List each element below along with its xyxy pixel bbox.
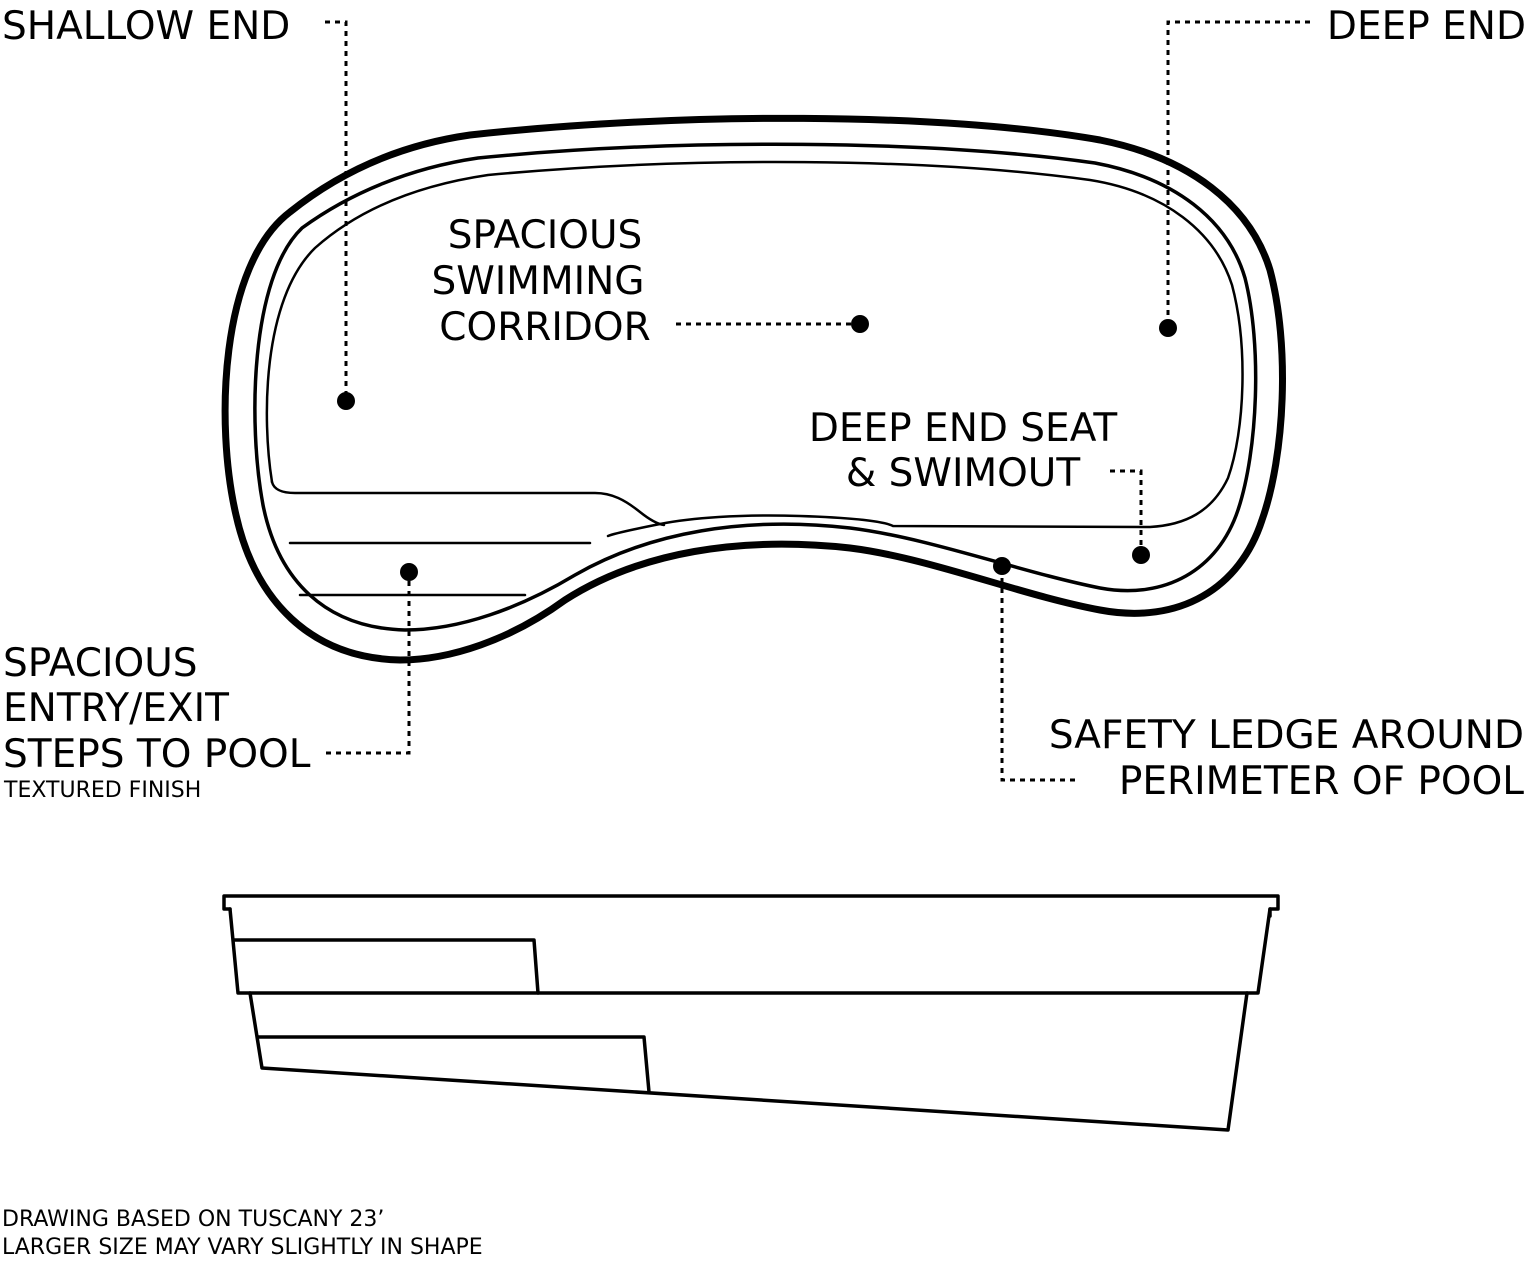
label-entry-line-1: SPACIOUS xyxy=(3,641,198,686)
pool-outer-rim xyxy=(221,114,1286,664)
profile-coping xyxy=(222,894,1280,918)
deep-seat-leader xyxy=(1110,469,1143,553)
label-corridor-line-3: CORRIDOR xyxy=(439,305,650,350)
pool-profile-view xyxy=(222,894,1280,1132)
label-deep-seat-line-2: & SWIMOUT xyxy=(846,451,1081,496)
profile-step-2 xyxy=(256,1035,651,1094)
label-deep-seat-line-1: DEEP END SEAT xyxy=(809,406,1118,451)
pool-inner-rim xyxy=(253,142,1258,632)
label-safety-ledge-line-1: SAFETY LEDGE AROUND xyxy=(1049,713,1524,758)
shallow-end-leader xyxy=(325,20,348,400)
label-corridor-line-1: SPACIOUS xyxy=(448,213,643,258)
label-entry-line-3: STEPS TO POOL xyxy=(3,732,311,777)
entry-step-1 xyxy=(270,480,666,527)
label-deep-end: DEEP END xyxy=(1327,4,1526,49)
label-shallow-end: SHALLOW END xyxy=(2,4,290,49)
corridor-dot xyxy=(851,315,869,333)
safety-ledge-line xyxy=(265,160,1244,538)
shallow-end-dot xyxy=(337,392,355,410)
entry-steps-leader xyxy=(326,574,411,755)
profile-step-1 xyxy=(232,938,540,995)
label-entry-line-2: ENTRY/EXIT xyxy=(3,686,229,731)
entry-steps-dot xyxy=(400,563,418,581)
callouts xyxy=(325,20,1310,782)
deep-end-leader xyxy=(1166,20,1310,326)
deep-end-dot xyxy=(1159,319,1177,337)
deep-seat-dot xyxy=(1132,546,1150,564)
pool-plan-view xyxy=(221,114,1286,664)
label-corridor-line-2: SWIMMING xyxy=(431,259,644,304)
safety-ledge-leader xyxy=(1000,568,1080,782)
label-textured-finish: TEXTURED FINISH xyxy=(3,778,201,803)
footnote-line-1: DRAWING BASED ON TUSCANY 23’ xyxy=(2,1207,384,1232)
label-safety-ledge-line-2: PERIMETER OF POOL xyxy=(1119,759,1524,804)
safety-ledge-dot xyxy=(993,557,1011,575)
footnote-line-2: LARGER SIZE MAY VARY SLIGHTLY IN SHAPE xyxy=(2,1235,483,1260)
profile-deep-body xyxy=(248,991,1249,1132)
profile-shallow-body xyxy=(228,907,1272,995)
